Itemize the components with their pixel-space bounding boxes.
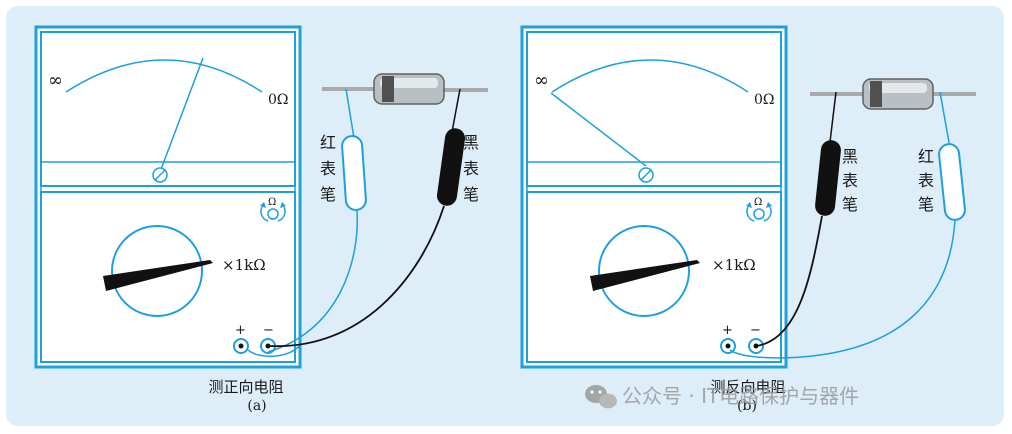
meter-a-black-label-2: 表 <box>463 159 479 178</box>
meter-a-caption: 测正向电阻 <box>208 378 283 396</box>
meter-b-caption: 测反向电阻 <box>710 378 785 396</box>
meter-b-plus-sign: + <box>722 323 733 338</box>
meter-b-black-label-3: 笔 <box>842 195 858 214</box>
meter-b-red-probe <box>729 91 966 359</box>
meter-a-scale-arc <box>65 59 263 93</box>
meter-b-ohm-symbol: Ω <box>754 197 762 208</box>
meter-a-zero-adjust-slot <box>154 169 166 181</box>
meter-b-ohm-adjust-knob[interactable]: Ω <box>746 197 772 222</box>
meter-a-black-label-1: 黑 <box>463 133 479 152</box>
meter-a-plus-jack-center <box>238 343 244 349</box>
meter-a-infinity-label: ∞ <box>48 70 63 91</box>
watermark: 公众号 · IT电路保护与器件 <box>585 384 859 409</box>
watermark-text: 公众号 · IT电路保护与器件 <box>622 384 859 408</box>
meter-b-black-label-2: 表 <box>842 171 858 190</box>
meter-a-minus-jack-center <box>265 343 271 349</box>
meter-b-subcaption: (b) <box>737 398 757 414</box>
meter-b: ∞ 0Ω Ω ×1kΩ + − 测反向电阻 (b) <box>520 25 788 414</box>
meter-b-diode <box>810 78 976 110</box>
meter-a-black-label-3: 笔 <box>463 185 479 204</box>
wechat-icon <box>585 385 617 409</box>
meter-a-red-probe <box>247 88 367 357</box>
meter-b-black-label-1: 黑 <box>842 147 858 166</box>
meter-a-display <box>40 31 296 187</box>
meter-b-plus-jack-center <box>725 343 731 349</box>
meter-a-plus-sign: + <box>235 323 246 338</box>
meter-a-ohm-adjust-knob[interactable]: Ω <box>260 197 286 222</box>
meter-a-needle <box>159 57 204 173</box>
meter-a-selector-pointer <box>103 260 213 291</box>
meter-b-red-label-3: 笔 <box>918 195 934 214</box>
meter-b-needle <box>550 92 647 167</box>
meter-b-display <box>526 31 782 187</box>
meter-a-red-label-1: 红 <box>320 133 336 152</box>
meter-a-red-label-3: 笔 <box>320 185 336 204</box>
meter-b-scale-arc <box>551 59 749 93</box>
meter-a-ohm-symbol: Ω <box>268 197 276 208</box>
meter-a: ∞ 0Ω Ω ×1kΩ + − 测正向电阻 (a) <box>34 25 302 414</box>
meter-b-zero-adjust-slot <box>640 169 652 181</box>
meter-b-zero-label: 0Ω <box>754 92 775 108</box>
meter-a-minus-sign: − <box>263 323 274 338</box>
meter-a-zero-label: 0Ω <box>268 92 289 108</box>
meter-b-black-probe <box>755 91 841 347</box>
meter-b-red-label-2: 表 <box>918 171 934 190</box>
meter-a-diode <box>322 73 488 105</box>
meter-b-range-label: ×1kΩ <box>712 256 756 274</box>
meter-a-subcaption: (a) <box>247 398 266 414</box>
meter-a-red-label-2: 表 <box>320 159 336 178</box>
meter-a-range-label: ×1kΩ <box>222 256 266 274</box>
meter-b-selector-pointer <box>590 260 700 291</box>
meter-b-red-label-1: 红 <box>918 147 934 166</box>
meter-b-minus-sign: − <box>750 323 761 338</box>
meter-a-black-probe <box>269 88 466 347</box>
meter-b-infinity-label: ∞ <box>534 70 549 91</box>
